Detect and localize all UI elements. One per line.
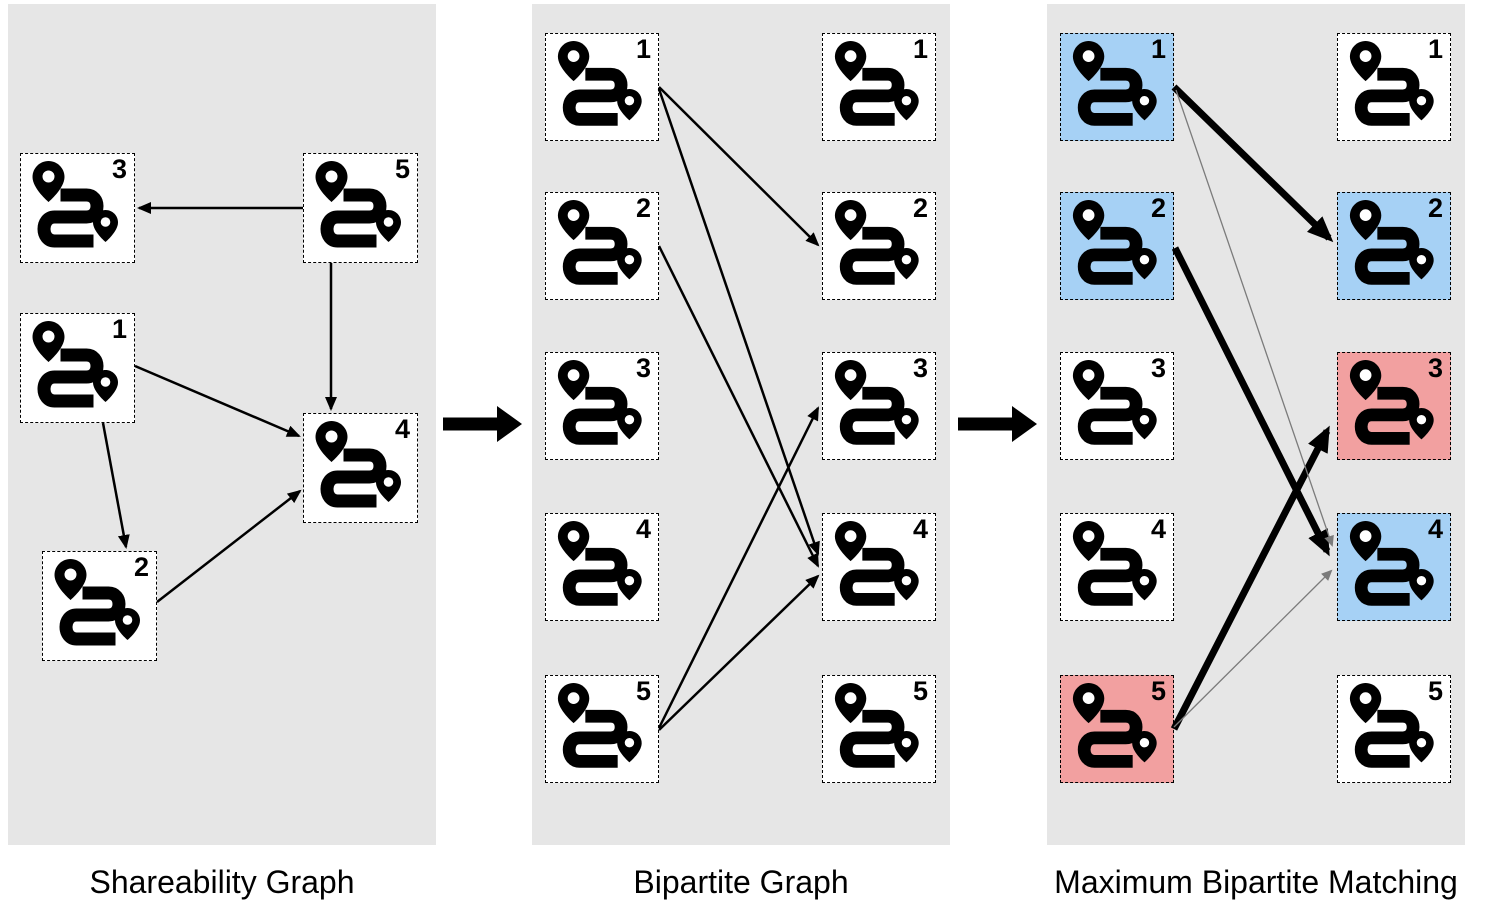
node-number: 1 (635, 34, 651, 64)
node-number: 2 (912, 193, 928, 223)
trip-node-shareability-4: 4 (303, 413, 418, 523)
node-number: 2 (133, 552, 149, 582)
trip-node-bipartite-L4: 4 (545, 513, 659, 621)
trip-node-matching-L1: 1 (1060, 33, 1174, 141)
node-number: 2 (1150, 193, 1166, 223)
trip-node-matching-R4: 4 (1337, 513, 1451, 621)
trip-node-shareability-1: 1 (20, 313, 135, 423)
node-number: 4 (1427, 514, 1443, 544)
trip-node-matching-R2: 2 (1337, 192, 1451, 300)
trip-node-shareability-2: 2 (42, 551, 157, 661)
node-number: 5 (1427, 676, 1443, 706)
flow-arrow-1 (443, 406, 522, 442)
node-number: 5 (394, 154, 410, 184)
node-number: 5 (1150, 676, 1166, 706)
trip-node-bipartite-R1: 1 (822, 33, 936, 141)
trip-node-bipartite-R4: 4 (822, 513, 936, 621)
right-arrow-icon (958, 406, 1037, 442)
trip-node-shareability-5: 5 (303, 153, 418, 263)
node-number: 3 (635, 353, 651, 383)
trip-node-matching-L2: 2 (1060, 192, 1174, 300)
node-number: 3 (912, 353, 928, 383)
trip-node-matching-R1: 1 (1337, 33, 1451, 141)
node-number: 4 (912, 514, 928, 544)
trip-node-bipartite-L5: 5 (545, 675, 659, 783)
node-number: 1 (111, 314, 127, 344)
right-arrow-icon (443, 406, 522, 442)
node-number: 3 (111, 154, 127, 184)
node-number: 1 (1427, 34, 1443, 64)
trip-node-matching-L5: 5 (1060, 675, 1174, 783)
shareability-title: Shareability Graph (89, 864, 355, 900)
node-number: 1 (1150, 34, 1166, 64)
trip-node-bipartite-R3: 3 (822, 352, 936, 460)
trip-node-matching-L4: 4 (1060, 513, 1174, 621)
trip-node-bipartite-L3: 3 (545, 352, 659, 460)
node-number: 4 (635, 514, 651, 544)
node-number: 5 (912, 676, 928, 706)
trip-node-matching-L3: 3 (1060, 352, 1174, 460)
trip-node-bipartite-L1: 1 (545, 33, 659, 141)
trip-node-bipartite-L2: 2 (545, 192, 659, 300)
node-number: 4 (1150, 514, 1166, 544)
matching-title: Maximum Bipartite Matching (1054, 864, 1458, 900)
trip-node-bipartite-R5: 5 (822, 675, 936, 783)
trip-node-bipartite-R2: 2 (822, 192, 936, 300)
trip-node-matching-R3: 3 (1337, 352, 1451, 460)
node-number: 3 (1427, 353, 1443, 383)
node-number: 3 (1150, 353, 1166, 383)
trip-node-matching-R5: 5 (1337, 675, 1451, 783)
node-number: 4 (394, 414, 410, 444)
matching-panel: 1 2 3 4 5 1 2 3 4 5 (1047, 4, 1465, 845)
node-number: 1 (912, 34, 928, 64)
node-number: 2 (1427, 193, 1443, 223)
node-number: 2 (635, 193, 651, 223)
flow-arrow-2 (958, 406, 1037, 442)
bipartite-title: Bipartite Graph (633, 864, 849, 900)
shareability-panel: 3 5 1 4 2 (8, 4, 436, 845)
node-number: 5 (635, 676, 651, 706)
bipartite-panel: 1 2 3 4 5 1 2 3 4 5 (532, 4, 950, 845)
trip-node-shareability-3: 3 (20, 153, 135, 263)
